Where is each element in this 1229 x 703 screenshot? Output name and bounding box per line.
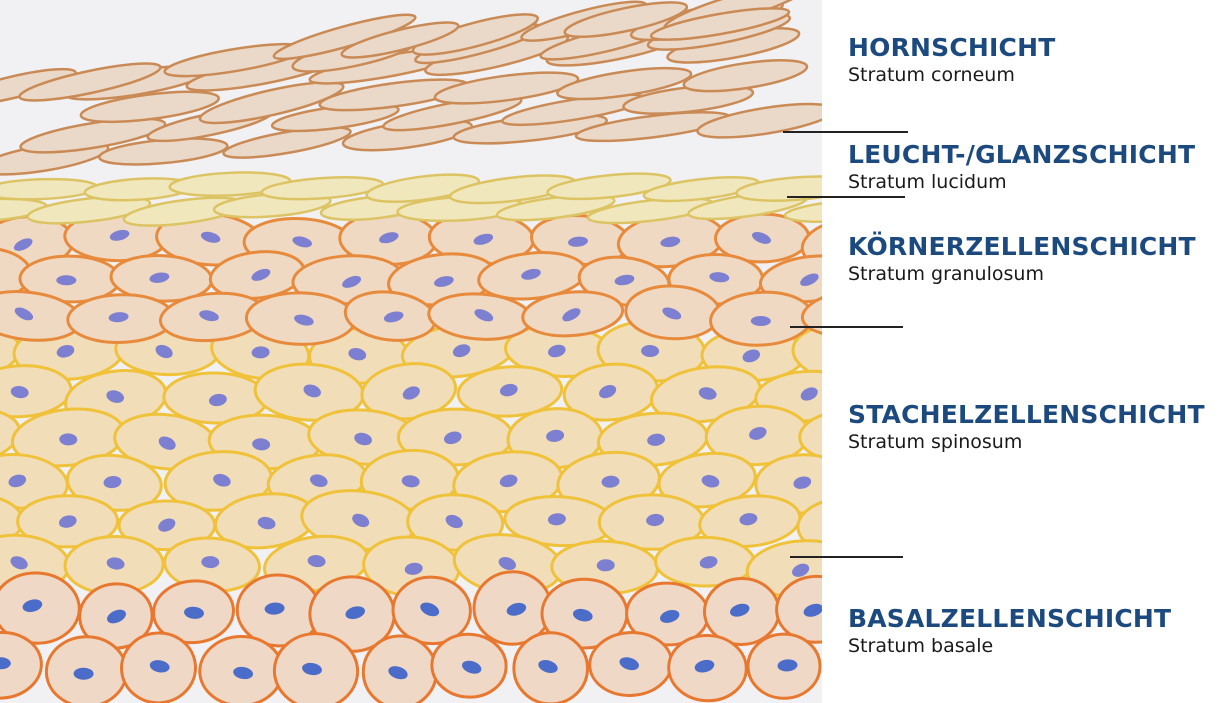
layer-title-granulosum: KÖRNERZELLENSCHICHT (848, 232, 1228, 262)
layer-subtitle-granulosum: Stratum granulosum (848, 262, 1228, 286)
skin-layers-drawing (0, 0, 822, 703)
label-spinosum: STACHELZELLENSCHICHT Stratum spinosum (848, 400, 1228, 454)
label-lucidum: LEUCHT-/GLANZSCHICHT Stratum lucidum (848, 140, 1228, 194)
label-basale: BASALZELLENSCHICHT Stratum basale (848, 604, 1228, 658)
layer-subtitle-spinosum: Stratum spinosum (848, 430, 1228, 454)
layer-subtitle-corneum: Stratum corneum (848, 63, 1228, 87)
divider-spinosum-basale (790, 556, 903, 558)
label-corneum: HORNSCHICHT Stratum corneum (848, 33, 1228, 87)
divider-corneum-lucidum (783, 131, 908, 133)
stratum-granulosum-cells (0, 209, 822, 348)
layer-title-spinosum: STACHELZELLENSCHICHT (848, 400, 1228, 430)
layer-title-lucidum: LEUCHT-/GLANZSCHICHT (848, 140, 1228, 170)
label-granulosum: KÖRNERZELLENSCHICHT Stratum granulosum (848, 232, 1228, 286)
layer-subtitle-basale: Stratum basale (848, 634, 1228, 658)
layer-title-basale: BASALZELLENSCHICHT (848, 604, 1228, 634)
divider-lucidum-granulosum (787, 196, 905, 198)
layer-subtitle-lucidum: Stratum lucidum (848, 170, 1228, 194)
stratum-spinosum-cells (0, 319, 822, 600)
divider-granulosum-spinosum (790, 326, 903, 328)
layer-title-corneum: HORNSCHICHT (848, 33, 1228, 63)
